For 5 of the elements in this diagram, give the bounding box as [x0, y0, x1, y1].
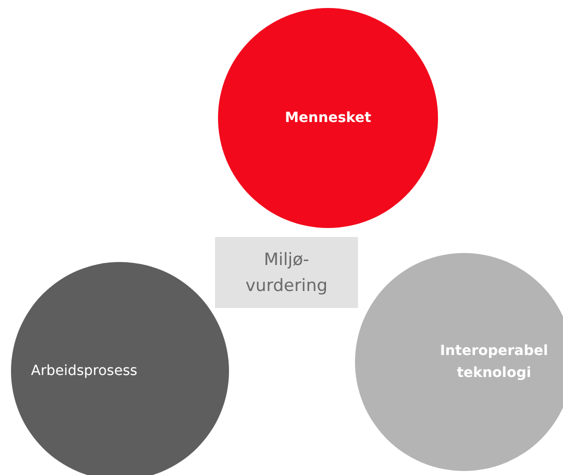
node-label: Interoperabel teknologi	[438, 342, 550, 383]
label-box	[215, 237, 358, 308]
node-label: Mennesket	[284, 109, 372, 128]
node-label: Arbeidsprosess	[31, 362, 138, 381]
node-label: Miljø-vurdering	[245, 248, 328, 298]
